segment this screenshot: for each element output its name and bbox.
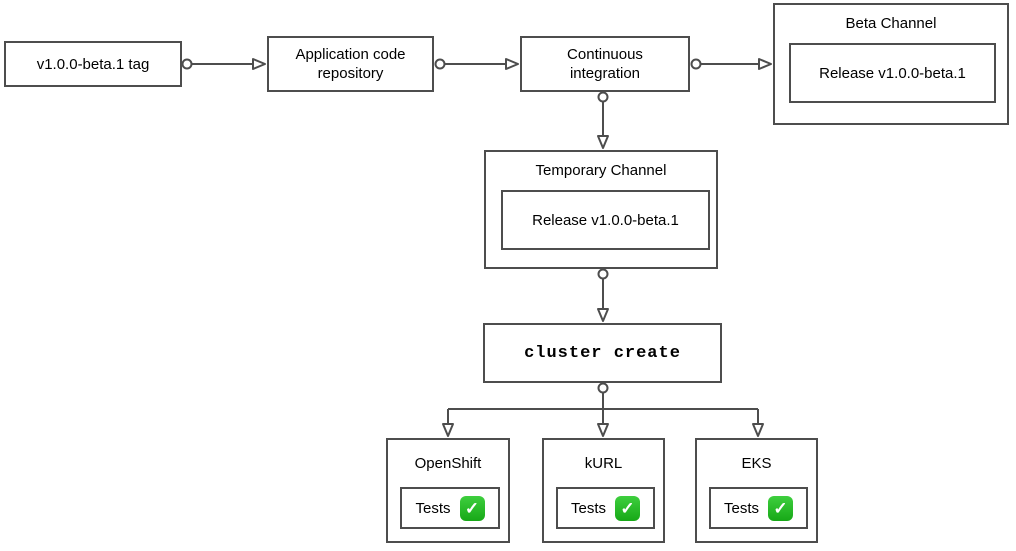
node-version-tag: v1.0.0-beta.1 tag	[4, 41, 182, 87]
connector-ci-to-beta-channel	[690, 58, 772, 70]
openshift-title: OpenShift	[414, 455, 482, 472]
beta-channel-title: Beta Channel	[845, 15, 937, 32]
beta-channel-release-label: Release v1.0.0-beta.1	[819, 64, 966, 82]
kurl-title: kURL	[584, 455, 623, 472]
node-temporary-channel: Temporary Channel Release v1.0.0-beta.1	[484, 150, 718, 269]
node-application-code-repository-label: Application code repository	[295, 46, 406, 82]
node-cluster-eks: EKS Tests ✓	[695, 438, 818, 543]
connector-repo-to-ci	[434, 58, 519, 70]
openshift-tests-box: Tests ✓	[400, 487, 500, 529]
connector-tag-to-repo	[181, 58, 266, 70]
connector-temporary-channel-to-cluster-create	[597, 268, 609, 322]
node-version-tag-label: v1.0.0-beta.1 tag	[36, 55, 150, 73]
eks-title: EKS	[741, 455, 772, 472]
check-mark-button-icon: ✓	[459, 495, 485, 521]
node-continuous-integration-label: Continuous integration	[567, 46, 643, 82]
node-continuous-integration: Continuous integration	[520, 36, 690, 92]
connector-ci-to-temporary-channel	[597, 91, 609, 149]
temporary-channel-release-box: Release v1.0.0-beta.1	[501, 190, 710, 250]
kurl-tests-box: Tests ✓	[556, 487, 655, 529]
node-cluster-openshift: OpenShift Tests ✓	[386, 438, 510, 543]
check-mark-button-icon: ✓	[615, 495, 640, 521]
cluster-create-label: cluster create	[524, 343, 681, 363]
openshift-tests-label: Tests	[415, 499, 451, 517]
kurl-tests-label: Tests	[570, 499, 606, 517]
temporary-channel-title: Temporary Channel	[535, 162, 667, 179]
check-mark-button-icon: ✓	[768, 495, 793, 521]
node-application-code-repository: Application code repository	[267, 36, 434, 92]
eks-tests-label: Tests	[723, 499, 759, 517]
temporary-channel-release-label: Release v1.0.0-beta.1	[532, 211, 679, 229]
beta-channel-release-box: Release v1.0.0-beta.1	[789, 43, 996, 103]
node-beta-channel: Beta Channel Release v1.0.0-beta.1	[773, 3, 1009, 125]
node-cluster-kurl: kURL Tests ✓	[542, 438, 665, 543]
node-cluster-create: cluster create	[483, 323, 722, 383]
eks-tests-box: Tests ✓	[709, 487, 808, 529]
connector-cluster-create-to-clusters	[442, 382, 764, 437]
